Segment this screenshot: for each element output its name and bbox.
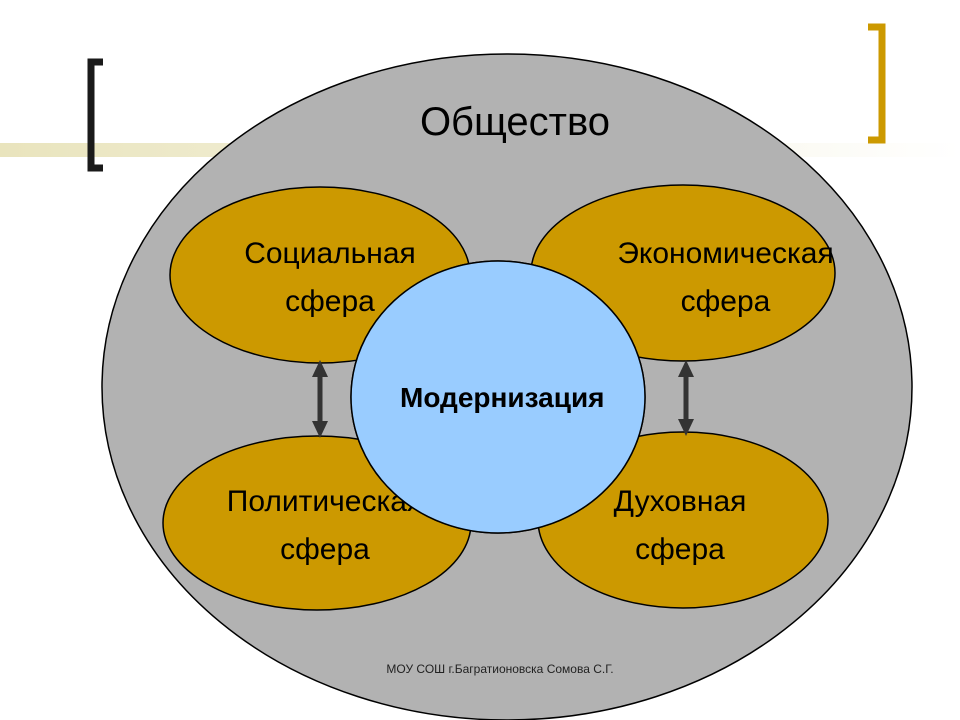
social-sphere-line-2: сфера xyxy=(285,285,375,318)
economic-sphere-line-2: сфера xyxy=(680,285,771,318)
spiritual-sphere-label: Духовная сфера xyxy=(555,478,805,574)
spiritual-sphere-line-1: Духовная xyxy=(613,485,747,518)
social-sphere-label: Социальная сфера xyxy=(200,230,460,326)
modernization-label: Модернизация xyxy=(400,382,605,413)
right-bracket-icon xyxy=(868,23,886,144)
economic-sphere-label: Экономическая сфера xyxy=(583,230,868,326)
political-sphere-label: Политическая сфера xyxy=(190,478,460,574)
footer-author: МОУ СОШ г.Багратионовска Сомова С.Г. xyxy=(386,662,614,676)
left-bracket-icon xyxy=(87,58,103,172)
political-sphere-line-1: Политическая xyxy=(226,485,424,518)
social-sphere-line-1: Социальная xyxy=(244,237,416,270)
right-double-arrow-icon xyxy=(678,360,694,436)
spiritual-sphere-line-2: сфера xyxy=(635,533,725,566)
left-double-arrow-icon xyxy=(312,360,328,438)
economic-sphere-line-1: Экономическая xyxy=(617,237,834,270)
political-sphere-line-2: сфера xyxy=(280,533,370,566)
society-title: Общество xyxy=(419,100,611,144)
